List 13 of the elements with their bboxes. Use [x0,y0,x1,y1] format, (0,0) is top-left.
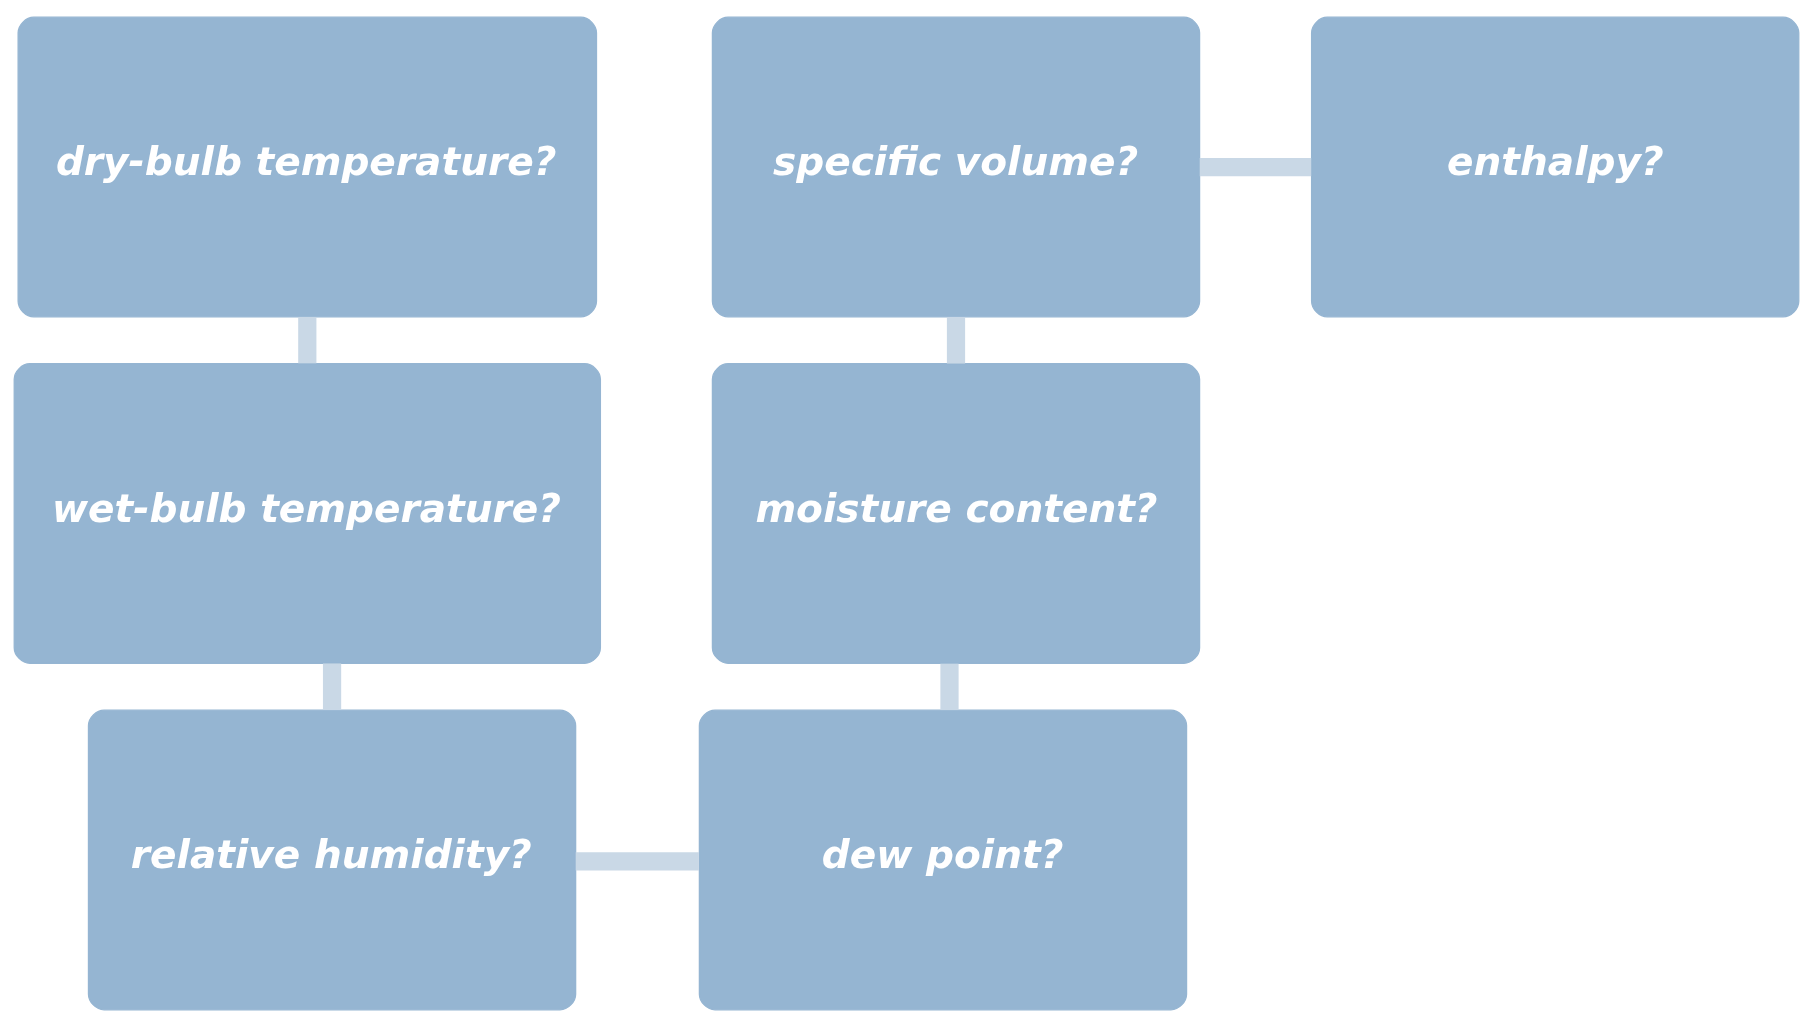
node-box: relative humidity? [87,709,576,1011]
connector [322,663,341,710]
node-box: specific volume? [711,16,1200,318]
connector [575,852,699,871]
node-box: moisture content? [711,363,1200,664]
connector [939,663,959,711]
node-box: enthalpy? [1310,16,1799,318]
node-box: wet-bulb temperature? [13,363,601,664]
connector [1199,157,1311,177]
node-box: dew point? [698,709,1187,1011]
connector [946,317,965,364]
node-box: dry-bulb temperature? [17,16,597,318]
connector [297,316,316,364]
